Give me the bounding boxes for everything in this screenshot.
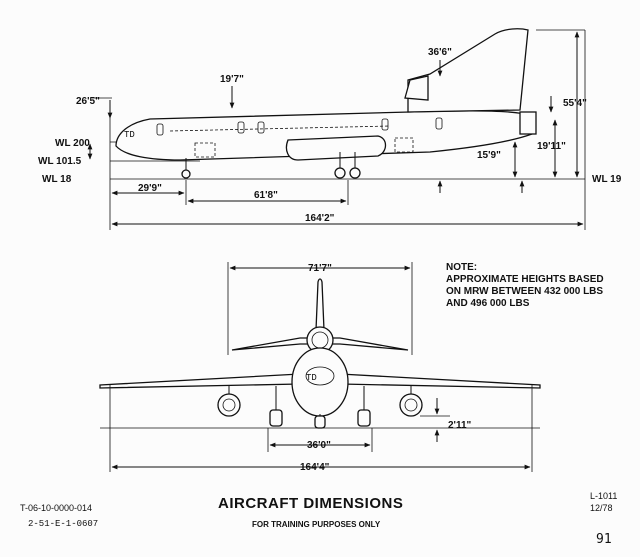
front-right-engine — [399, 386, 423, 417]
nose-to-main-label: 29'9" — [138, 183, 162, 194]
page-number: 91 — [596, 532, 612, 547]
side-tail-fin — [407, 28, 529, 113]
front-view: 71'7" TD — [99, 262, 541, 473]
side-center-engine — [404, 75, 429, 101]
door-1 — [156, 123, 164, 136]
tail-low-label: 15'9" — [477, 150, 501, 161]
front-main-gear-right — [357, 386, 371, 427]
door-5 — [435, 117, 443, 130]
front-fuselage — [291, 347, 349, 417]
note-line-2: ON MRW BETWEEN 432 000 LBS — [446, 286, 603, 297]
front-nose-marking: TD — [306, 373, 317, 383]
length-label: 164'2" — [305, 213, 335, 224]
engine-clearance-label: 2'11" — [448, 420, 472, 431]
side-wing-engine — [285, 135, 387, 161]
wl-200-label: WL 200 — [55, 138, 90, 149]
model-label: L-1011 — [590, 491, 617, 501]
wl-18-label: WL 18 — [42, 174, 72, 185]
diagram-title: AIRCRAFT DIMENSIONS — [218, 495, 403, 512]
side-view: TD 36'6" 55'4" 19'7" 26'5" — [38, 28, 622, 230]
main-gear — [334, 152, 361, 179]
doc-number: T-06-10-0000-014 — [20, 503, 92, 513]
front-cockpit — [305, 366, 335, 386]
note-line-3: AND 496 000 LBS — [446, 298, 530, 309]
nose-gear — [181, 158, 191, 179]
front-left-engine — [217, 386, 241, 417]
fuselage-top-label: 19'7" — [220, 74, 244, 85]
overall-height-label: 55'4" — [563, 98, 587, 109]
door-3 — [257, 121, 265, 134]
side-tail-engine — [519, 111, 537, 135]
tail-section-label: 19'11" — [537, 141, 566, 152]
training-notice: FOR TRAINING PURPOSES ONLY — [252, 520, 381, 529]
side-nose-marking: TD — [124, 130, 135, 140]
footer: AIRCRAFT DIMENSIONS FOR TRAINING PURPOSE… — [20, 491, 617, 547]
note-block: NOTE: APPROXIMATE HEIGHTS BASED ON MRW B… — [446, 262, 604, 309]
front-main-gear-left — [269, 386, 283, 427]
front-tail-fin — [315, 278, 325, 331]
wheelbase-label: 61'8" — [254, 190, 278, 201]
tail-height-label: 36'6" — [428, 47, 452, 58]
door-4 — [381, 118, 389, 131]
front-nose-gear — [314, 414, 326, 429]
note-heading: NOTE: — [446, 262, 477, 273]
doc-code: 2-51-E-1-0607 — [28, 519, 98, 529]
wl-101-label: WL 101.5 — [38, 156, 82, 167]
gear-track-label: 36'0" — [307, 440, 331, 451]
wingspan-label: 164'4" — [300, 462, 330, 473]
nose-height-label: 26'5" — [76, 96, 100, 107]
stabilizer-span-label: 71'7" — [308, 263, 332, 274]
door-2 — [237, 121, 245, 134]
note-line-1: APPROXIMATE HEIGHTS BASED — [446, 274, 604, 285]
date-label: 12/78 — [590, 503, 613, 513]
wl-19-label: WL 19 — [592, 174, 622, 185]
cargo-door-aft — [394, 137, 414, 153]
cargo-door-fwd — [194, 142, 216, 158]
side-windows — [169, 125, 391, 132]
